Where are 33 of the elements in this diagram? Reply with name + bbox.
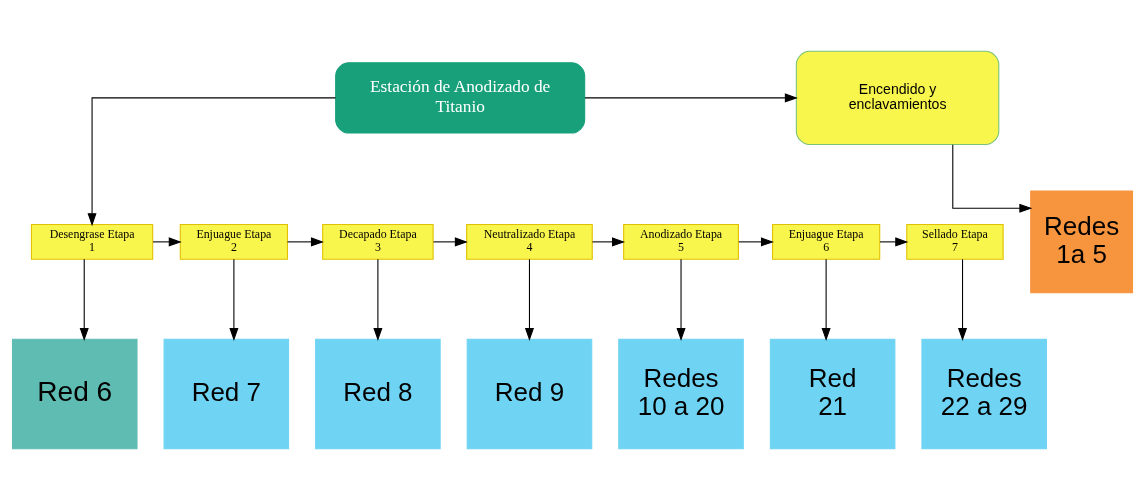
arrow [79,258,89,341]
node-box: Red 6 [11,338,138,449]
arrow [952,143,1033,213]
arrow [879,236,909,246]
arrow [524,258,534,341]
arrow [87,96,337,226]
arrow [584,92,798,102]
node-box: Desengrase Etapa 1 [30,223,154,260]
arrow [957,258,968,341]
node-box: Enjuague Etapa 2 [179,223,289,260]
arrow [676,258,686,341]
arrow [229,258,239,341]
node-box: Redes 22 a 29 [921,338,1047,449]
node-box: Red 8 [315,338,441,449]
arrow [591,236,625,246]
node-box: Neutralizado Etapa 4 [466,223,593,260]
node-box: Anodizado Etapa 5 [623,223,739,260]
node-box: Sellado Etapa 7 [906,223,1004,260]
node-box: Encendido y enclavamientos [795,50,1000,145]
node-box: Enjuague Etapa 6 [772,223,881,260]
node-box: Redes 10 a 20 [618,338,744,449]
node-box: Red 21 [769,338,896,449]
node-box: Red 9 [466,338,593,449]
node-box: Decapado Etapa 3 [322,223,434,260]
node-box: Red 7 [163,338,290,449]
node-box: Redes 1a 5 [1030,189,1134,293]
arrow [152,236,182,246]
arrow [432,236,468,246]
arrow [286,236,324,246]
arrow [738,236,774,246]
node-box: Estación de Anodizado de Titanio [335,61,586,134]
arrow [373,258,383,341]
arrow [821,258,831,341]
